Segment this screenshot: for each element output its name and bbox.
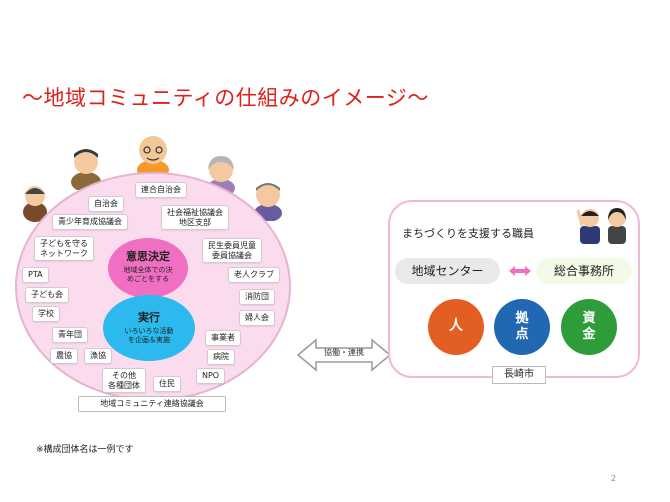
staff-woman-icon <box>608 208 626 244</box>
group-tag: PTA <box>22 267 49 283</box>
cooperation-label: 協働・連携 <box>324 348 364 357</box>
group-tag: 青年団 <box>52 327 88 343</box>
group-tag: 病院 <box>207 349 235 365</box>
community-center-pill: 地域センター <box>395 258 500 284</box>
group-tag: 老人クラブ <box>228 267 280 283</box>
page-title: ～地域コミュニティの仕組みのイメージ～ <box>22 86 429 110</box>
group-tag: 自治会 <box>88 196 124 212</box>
elder-man-icon <box>23 186 47 222</box>
decision-description: 地域全体での決 めごとをする <box>123 266 173 284</box>
support-staff-label: まちづくりを支援する職員 <box>402 227 534 240</box>
group-tag: 婦人会 <box>239 310 275 326</box>
group-tag: 学校 <box>32 306 60 322</box>
group-tag: その他 各種団体 <box>102 368 146 394</box>
double-arrow-icon <box>509 266 531 276</box>
decision-heading: 意思決定 <box>126 250 170 263</box>
group-tag: 事業者 <box>205 330 241 346</box>
group-tag: 連合自治会 <box>135 182 187 198</box>
group-tag: 社会福祉協議会 地区支部 <box>161 205 229 231</box>
staff-man-icon <box>576 209 600 244</box>
execution-circle: 実行 いろいろな活動 を企画＆実施 <box>103 295 195 361</box>
group-tag: 民生委員児童 委員協議会 <box>202 238 262 264</box>
footnote: ※構成団体名は一例です <box>36 445 134 455</box>
group-tag: 住民 <box>153 376 181 392</box>
community-council-label: 地域コミュニティ連絡協議会 <box>78 396 226 412</box>
resource-base-circle: 拠 点 <box>494 299 550 355</box>
city-label: 長崎市 <box>492 366 546 384</box>
decision-circle: 意思決定 地域全体での決 めごとをする <box>108 238 188 298</box>
general-office-pill: 総合事務所 <box>536 258 632 284</box>
group-tag: 子ども会 <box>25 287 69 303</box>
group-tag: 消防団 <box>239 289 275 305</box>
group-tag: 漁協 <box>84 348 112 364</box>
execution-heading: 実行 <box>138 311 160 324</box>
group-tag: 青少年育成協議会 <box>52 214 128 230</box>
group-tag: 農協 <box>50 348 78 364</box>
group-tag: NPO <box>196 368 226 384</box>
resource-people-circle: 人 <box>428 299 484 355</box>
execution-description: いろいろな活動 を企画＆実施 <box>124 327 174 345</box>
group-tag: 子どもを守る ネットワーク <box>34 236 94 262</box>
resource-fund-circle: 資 金 <box>561 299 617 355</box>
elder-man-icon <box>137 136 169 178</box>
page-number: 2 <box>611 474 617 483</box>
